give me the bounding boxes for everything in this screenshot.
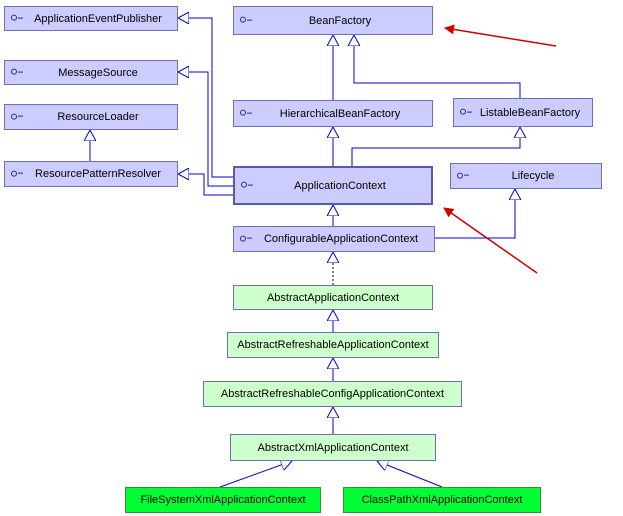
bean-factory-node: BeanFactory xyxy=(233,6,433,35)
abstract-xml-application-context-node: AbstractXmlApplicationContext xyxy=(230,434,436,461)
node-label: Lifecycle xyxy=(511,170,555,182)
edge-appctx-listable xyxy=(351,127,520,166)
interface-icon xyxy=(240,108,252,117)
annotation-arrow-applicationcontext xyxy=(443,207,538,274)
interface-icon xyxy=(457,171,469,180)
node-label: ResourcePatternResolver xyxy=(35,168,161,180)
node-label: FileSystemXmlApplicationContext xyxy=(140,494,306,506)
node-label: AbstractRefreshableConfigApplicationCont… xyxy=(220,388,445,400)
annotation-arrow-beanfactory xyxy=(444,24,557,47)
abstract-refreshable-application-context-node: AbstractRefreshableApplicationContext xyxy=(227,332,439,358)
interface-icon xyxy=(11,169,23,178)
resource-loader-node: ResourceLoader xyxy=(4,104,178,130)
interface-icon xyxy=(460,107,472,116)
node-label: HierarchicalBeanFactory xyxy=(279,107,401,120)
node-label: ApplicationEventPublisher xyxy=(34,12,162,25)
application-context-node: ApplicationContext xyxy=(233,166,433,205)
resource-pattern-resolver-node: ResourcePatternResolver xyxy=(4,161,178,187)
edge-classpath-xml xyxy=(377,461,443,488)
interface-icon xyxy=(240,234,252,243)
class-path-xml-application-context-node: ClassPathXmlApplicationContext xyxy=(343,487,541,513)
interface-icon xyxy=(11,13,23,22)
node-label: BeanFactory xyxy=(308,14,372,27)
node-label: ConfigurableApplicationContext xyxy=(263,233,419,245)
node-label: ClassPathXmlApplicationContext xyxy=(361,494,523,506)
interface-icon xyxy=(241,180,253,189)
hierarchical-bean-factory-node: HierarchicalBeanFactory xyxy=(233,100,433,127)
edge-appctx-resourcepattern xyxy=(178,174,233,196)
abstract-refreshable-config-application-context-node: AbstractRefreshableConfigApplicationCont… xyxy=(203,381,462,407)
abstract-application-context-node: AbstractApplicationContext xyxy=(233,285,433,310)
node-label: ListableBeanFactory xyxy=(479,106,581,119)
node-label: AbstractApplicationContext xyxy=(266,291,400,304)
edge-filesystem-xml xyxy=(219,461,292,488)
node-label: ResourceLoader xyxy=(57,111,139,123)
edge-appctx-eventpublisher xyxy=(178,18,233,178)
edge-appctx-messagesource xyxy=(178,72,233,187)
lifecycle-node: Lifecycle xyxy=(450,163,602,189)
listable-bean-factory-node: ListableBeanFactory xyxy=(453,98,593,127)
edge-listable-beanfactory xyxy=(354,35,521,98)
interface-icon xyxy=(240,15,252,24)
configurable-application-context-node: ConfigurableApplicationContext xyxy=(233,226,435,252)
application-event-publisher-node: ApplicationEventPublisher xyxy=(4,6,178,31)
interface-icon xyxy=(11,67,23,76)
node-label: MessageSource xyxy=(58,66,138,79)
interface-icon xyxy=(11,112,23,121)
node-label: AbstractXmlApplicationContext xyxy=(257,441,409,454)
node-label: AbstractRefreshableApplicationContext xyxy=(237,339,429,351)
node-label: ApplicationContext xyxy=(294,179,386,192)
edge-configurable-lifecycle xyxy=(435,189,515,239)
message-source-node: MessageSource xyxy=(4,60,178,85)
file-system-xml-application-context-node: FileSystemXmlApplicationContext xyxy=(125,487,321,513)
